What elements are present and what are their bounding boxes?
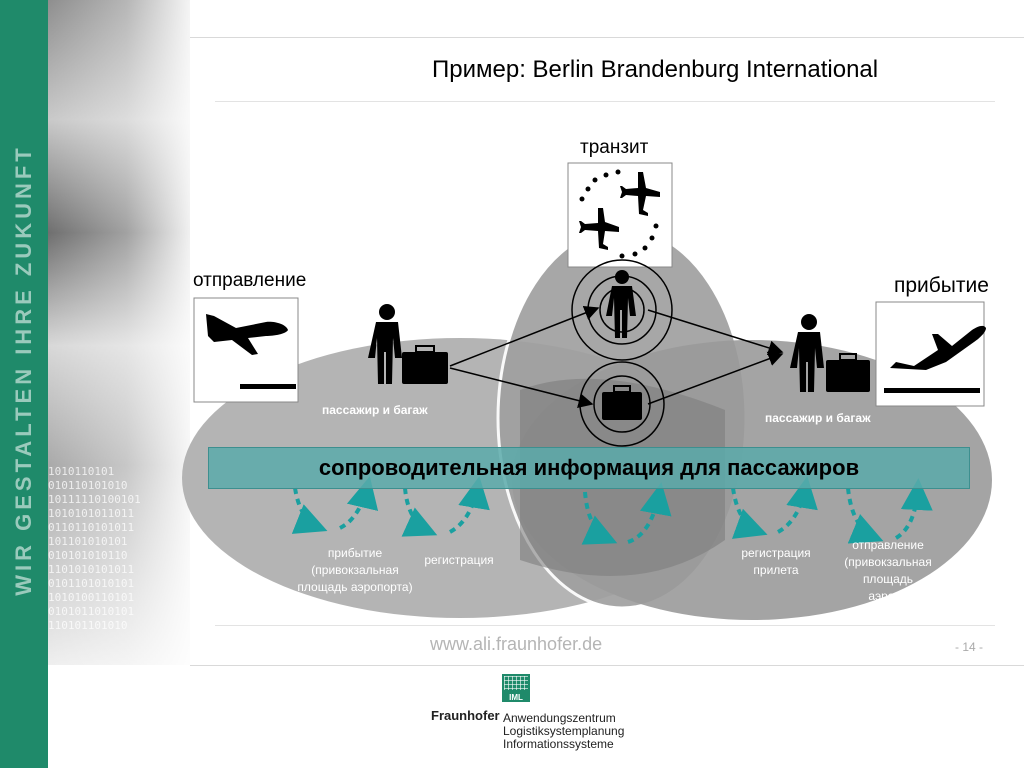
flow-step-line: (привокзальная — [311, 563, 399, 577]
institute-line: Informationssysteme — [503, 737, 614, 751]
dotted-arrow-5 — [581, 491, 618, 545]
passenger-luggage-left-icon — [368, 304, 448, 384]
binary-row: 010110101010 — [48, 479, 128, 492]
passenger-luggage-right-icon — [790, 314, 870, 392]
departure-label: отправление — [193, 270, 307, 291]
website-link[interactable]: www.ali.fraunhofer.de — [430, 634, 603, 654]
flow-arrow-luggage-to-right — [647, 351, 784, 405]
dotted-arrow-3 — [401, 487, 438, 537]
flow-arrow-left-to-luggage — [449, 367, 594, 408]
dotted-arrow-8 — [776, 476, 818, 534]
info-banner: сопроводительная информация для пассажир… — [208, 447, 970, 489]
binary-row: 1010101011011 — [48, 507, 135, 520]
binary-row: 0101011010101 — [48, 605, 135, 618]
header-divider — [190, 37, 1024, 38]
title-divider — [215, 101, 995, 102]
binary-row: 1101010101011 — [48, 563, 135, 576]
dotted-arrow-2 — [339, 476, 379, 530]
flow-step-line: площадь — [862, 572, 914, 586]
sidebar-green-strip — [0, 0, 48, 768]
flow-step-line: прилета — [753, 563, 799, 577]
flow-step-line: площадь аэропорта) — [297, 580, 413, 594]
binary-row: 010101010110 — [48, 549, 128, 562]
arrival-label: прибытие — [894, 274, 989, 297]
flow-step-arrival-registration: регистрация прилета — [728, 545, 824, 579]
iml-logo-icon: IML — [502, 674, 530, 702]
binary-row: 110101101010 — [48, 619, 128, 632]
flow-step-arrival: прибытие (привокзальная площадь аэропорт… — [280, 545, 430, 596]
sidebar-photo-fade — [48, 0, 190, 665]
departure-sign-icon — [193, 297, 299, 403]
binary-row: 101101010101 — [48, 535, 128, 548]
flow-arrow-person-to-right — [647, 309, 784, 356]
flow-step-line: регистрация — [741, 546, 811, 560]
flow-step-departure: отправление (привокзальная площадь аэроп… — [828, 537, 948, 605]
binary-row: 0101101010101 — [48, 577, 135, 590]
arrival-sign-icon — [875, 301, 986, 407]
footer-divider-lower — [190, 665, 1024, 666]
dotted-arrow-10 — [894, 478, 933, 540]
iml-logo-text: IML — [509, 693, 523, 702]
flow-step-line: прибытие — [327, 546, 383, 560]
passenger-luggage-left-label: пассажир и багаж — [322, 403, 428, 417]
dotted-arrow-1 — [291, 487, 328, 534]
institute-line: Anwendungszentrum — [503, 711, 616, 725]
institute-name: Anwendungszentrum Logistiksystemplanung … — [503, 712, 624, 751]
flow-step-line: аэропо — [868, 589, 908, 603]
transit-label: транзит — [580, 137, 649, 158]
dotted-arrow-4 — [448, 476, 490, 534]
footer-divider — [215, 625, 995, 626]
page-number: - 14 - — [955, 640, 984, 654]
slide-title: Пример: Berlin Brandenburg International — [432, 56, 879, 83]
dotted-arrow-7 — [731, 487, 768, 539]
sidebar-binary-pattern: 1010110101 010110101010 10111110100101 1… — [48, 465, 190, 665]
flow-step-line: (привокзальная — [844, 555, 932, 569]
dotted-arrow-6 — [627, 482, 672, 544]
passenger-luggage-right-label: пассажир и багаж — [765, 411, 871, 425]
organization-name: Fraunhofer — [431, 708, 500, 723]
dotted-arrow-9 — [846, 487, 884, 544]
flow-arrow-left-to-person — [449, 305, 600, 367]
flow-step-line: отправление — [852, 538, 924, 552]
flow-step-line: регистрация — [424, 553, 494, 567]
transit-passenger-icon — [571, 259, 673, 361]
binary-row: 10111110100101 — [48, 493, 141, 506]
flow-step-registration: регистрация — [413, 552, 505, 569]
binary-row: 0110110101011 — [48, 521, 135, 534]
binary-row: 1010100110101 — [48, 591, 135, 604]
binary-row: 1010110101 — [48, 465, 115, 478]
transit-sign-icon — [567, 162, 673, 268]
institute-line: Logistiksystemplanung — [503, 724, 625, 738]
